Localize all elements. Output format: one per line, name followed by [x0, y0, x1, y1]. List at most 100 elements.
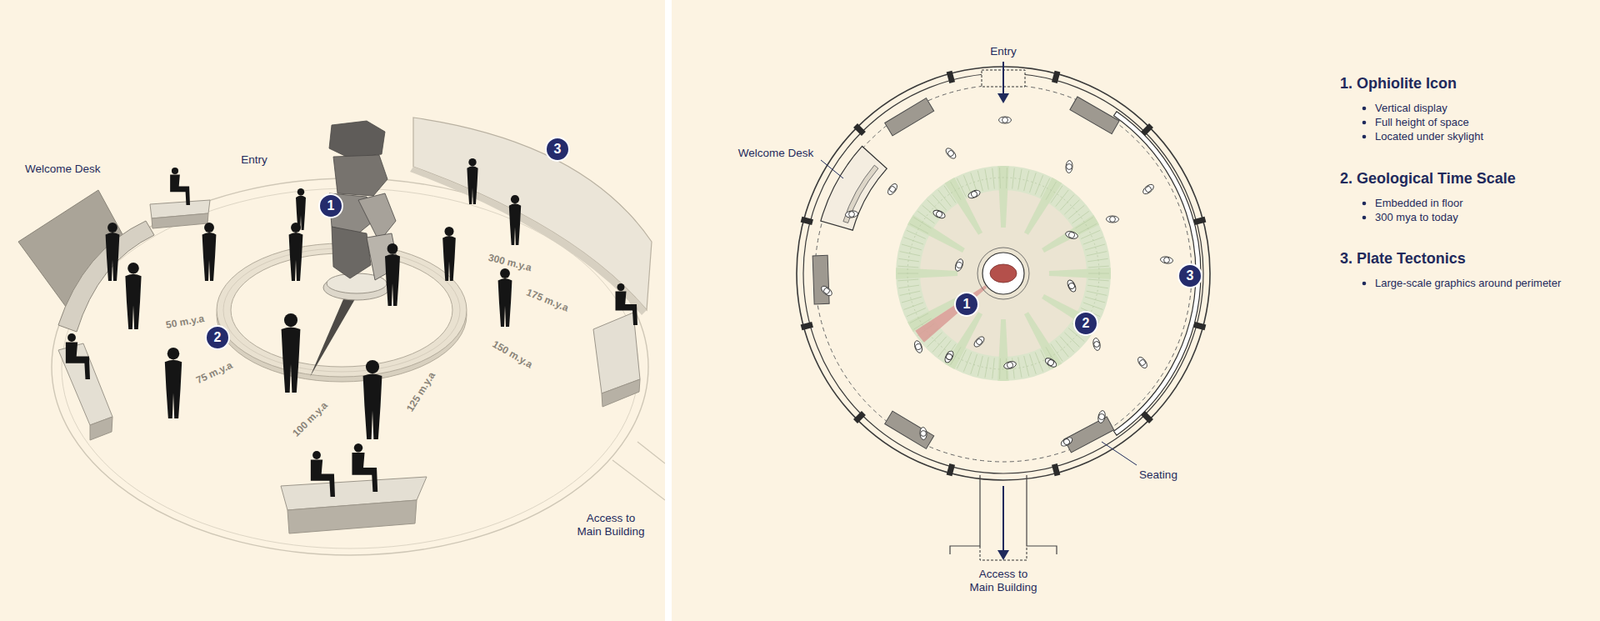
plan-person: [822, 286, 831, 295]
callout-text: 1: [963, 296, 971, 312]
plan-person: [1160, 255, 1174, 265]
time-label: 100 m.y.a: [288, 397, 332, 441]
timeline-tick: [950, 181, 962, 200]
plan-person: [1144, 185, 1153, 194]
plan-person: [999, 116, 1012, 124]
timeline-tick: [910, 223, 929, 234]
area-label: Seating: [1137, 468, 1180, 482]
plan-wall: [803, 73, 1204, 474]
person-silhouette: [167, 347, 180, 360]
person-silhouette: [442, 235, 456, 281]
plan-person: [888, 185, 896, 193]
timeline-band: [895, 165, 1111, 381]
plan-person: [1060, 435, 1075, 449]
plan-person: [1068, 231, 1075, 239]
plan-pillar: [1193, 216, 1206, 225]
timeline-tick: [904, 237, 924, 245]
plan-person: [955, 261, 964, 270]
plan-bench: [885, 410, 935, 449]
timeline-tick: [970, 354, 978, 375]
ophiolite-rock: [331, 226, 371, 279]
plan-person: [943, 350, 955, 365]
plan-person: [1065, 279, 1078, 294]
plan-person: [1135, 355, 1149, 370]
icon-surround: [977, 247, 1030, 300]
bench-front: [601, 379, 640, 407]
welcome-desk-counter: [58, 220, 155, 332]
plan-person: [1006, 361, 1014, 369]
person-silhouette: [351, 452, 378, 492]
person-silhouette: [107, 222, 118, 233]
plan-pillar: [946, 70, 955, 84]
person-silhouette: [466, 165, 478, 205]
timeline-tick: [1012, 168, 1015, 190]
timeline-tick: [999, 358, 1001, 380]
plan-person: [845, 210, 859, 219]
callout-number: 1: [318, 193, 344, 219]
timeline-tick: [1064, 332, 1080, 347]
plan-person: [1065, 160, 1073, 174]
icon-base: [982, 252, 1025, 295]
timeline-tick: [1018, 356, 1022, 378]
person-silhouette: [297, 188, 305, 196]
timeline-tick: [910, 313, 929, 324]
plan-dashed-line: [815, 85, 1192, 462]
person-silhouette: [617, 283, 625, 291]
leader-line: [1101, 441, 1137, 465]
plan-person: [945, 352, 953, 360]
person-silhouette: [498, 278, 513, 327]
callout-number: 2: [205, 325, 230, 350]
plan-person: [1003, 360, 1018, 370]
access-arrowhead: [997, 550, 1010, 560]
plan-pillar: [1193, 321, 1206, 330]
timeline-tick: [1012, 357, 1015, 379]
plan-person: [972, 335, 986, 349]
plan-person: [1062, 437, 1070, 445]
key-item: Large-scale graphics around perimeter: [1373, 276, 1563, 290]
timeline-tick: [985, 356, 989, 378]
plan-person: [1163, 256, 1170, 264]
callout-number: 3: [1177, 263, 1203, 289]
timeline-tick: [1087, 258, 1109, 261]
plan-person: [1046, 358, 1055, 366]
plan-pillar: [853, 410, 866, 424]
timeline-tick: [1060, 195, 1075, 211]
person-silhouette: [365, 360, 380, 374]
person-silhouette: [363, 373, 383, 440]
timeline-tick: [1060, 336, 1075, 353]
plan-person: [1065, 163, 1072, 170]
timeline-tick: [906, 230, 926, 239]
timeline-highlight: [1049, 267, 1111, 280]
bullet-dot: [1362, 215, 1367, 220]
welcome-desk-wall: [18, 190, 124, 310]
ophiolite-rock: [329, 120, 385, 159]
plan-person: [1092, 337, 1102, 351]
person-silhouette: [281, 326, 301, 393]
callout-text: 3: [1186, 268, 1195, 284]
plan-person: [885, 182, 899, 197]
plan-person: [954, 258, 965, 273]
person-silhouette: [387, 243, 399, 255]
timeline-tick: [970, 172, 978, 193]
plan-person: [913, 340, 924, 355]
perspective-view: [18, 117, 665, 555]
plan-person: [845, 210, 859, 219]
person-silhouette: [354, 443, 363, 452]
key-item: 300 mya to today: [1373, 210, 1460, 225]
timeline-tick: [1083, 237, 1103, 245]
timeline-tick: [1055, 190, 1069, 207]
plan-person: [885, 182, 899, 197]
plan-person: [1141, 182, 1156, 196]
timeline-highlight: [945, 177, 983, 235]
key-item: Embedded in floor: [1373, 196, 1465, 210]
plan-person: [920, 426, 928, 440]
bullet-dot: [1362, 120, 1367, 125]
person-silhouette: [165, 360, 182, 419]
timeline-tick: [897, 265, 919, 268]
timeline-tick: [904, 302, 924, 310]
plan-person: [1065, 230, 1080, 240]
plan-person: [1098, 413, 1105, 420]
key-item: Vertical display: [1373, 101, 1450, 115]
plan-person: [944, 146, 958, 160]
